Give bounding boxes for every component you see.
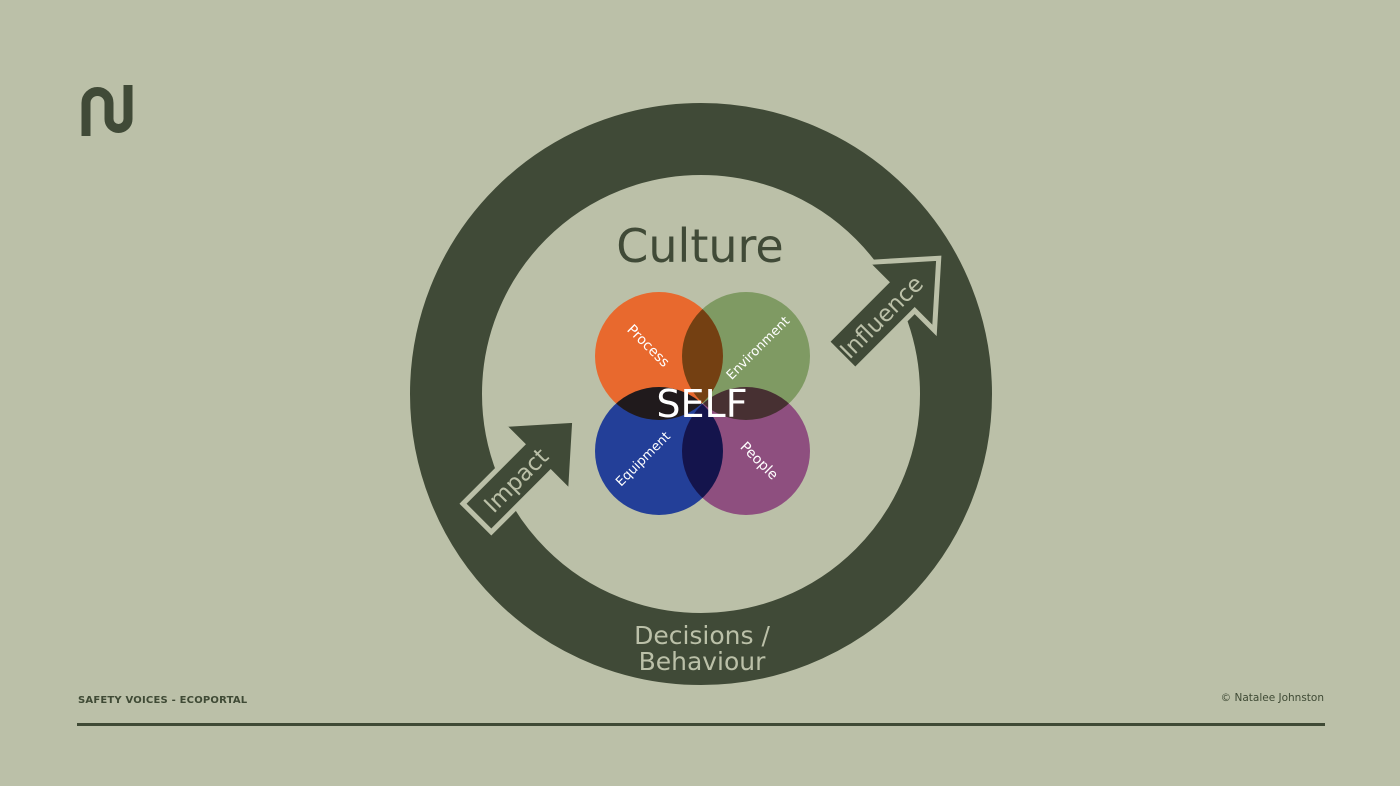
people-circle — [682, 387, 810, 515]
footer-copyright: © Natalee Johnston — [1220, 692, 1324, 704]
decisions-label: Decisions / — [634, 621, 770, 650]
cycle-ring — [410, 103, 992, 685]
behaviour-label: Behaviour — [639, 647, 767, 676]
brand-logo-icon — [81, 85, 133, 136]
culture-label: Culture — [616, 219, 783, 273]
venn-circles — [595, 292, 810, 515]
environment-circle — [682, 292, 810, 420]
footer-divider — [77, 723, 1325, 726]
self-label: SELF — [656, 382, 747, 426]
footer-title: SAFETY VOICES - ECOPORTAL — [78, 695, 248, 706]
